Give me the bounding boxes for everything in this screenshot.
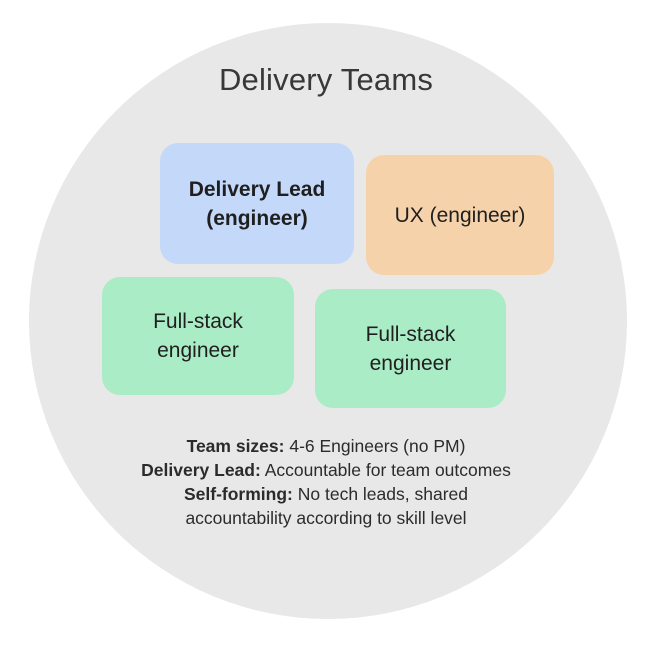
role-label-line: engineer <box>157 339 239 362</box>
note-self-forming: Self-forming: No tech leads, shared <box>0 482 652 506</box>
role-box-delivery-lead: Delivery Lead (engineer) <box>160 143 354 264</box>
role-label-line: (engineer) <box>206 206 308 230</box>
note-text: 4-6 Engineers (no PM) <box>289 436 466 456</box>
note-text: No tech leads, shared <box>297 484 468 504</box>
note-text: accountability according to skill level <box>185 508 467 528</box>
role-label-line: Delivery Lead <box>188 177 326 201</box>
role-box-ux: UX (engineer) <box>366 155 554 275</box>
role-label-line: engineer <box>369 351 452 375</box>
role-box-fullstack-2: Full-stack engineer <box>315 289 506 408</box>
role-label-line: Full-stack <box>153 310 243 333</box>
note-delivery-lead: Delivery Lead: Accountable for team outc… <box>0 458 652 482</box>
note-label: Self-forming: <box>183 484 293 504</box>
note-text: Accountable for team outcomes <box>264 460 511 480</box>
role-box-fullstack-1: Full-stack engineer <box>102 277 294 395</box>
role-label-line: Full-stack <box>365 322 456 346</box>
note-self-forming-continuation: accountability according to skill level <box>0 506 652 530</box>
note-label: Delivery Lead: <box>141 460 261 480</box>
role-label-line: UX (engineer) <box>394 203 526 227</box>
note-team-sizes: Team sizes: 4-6 Engineers (no PM) <box>0 434 652 458</box>
note-label: Team sizes: <box>186 436 285 456</box>
team-notes: Team sizes: 4-6 Engineers (no PM) Delive… <box>0 434 652 530</box>
diagram-title: Delivery Teams <box>218 62 434 97</box>
